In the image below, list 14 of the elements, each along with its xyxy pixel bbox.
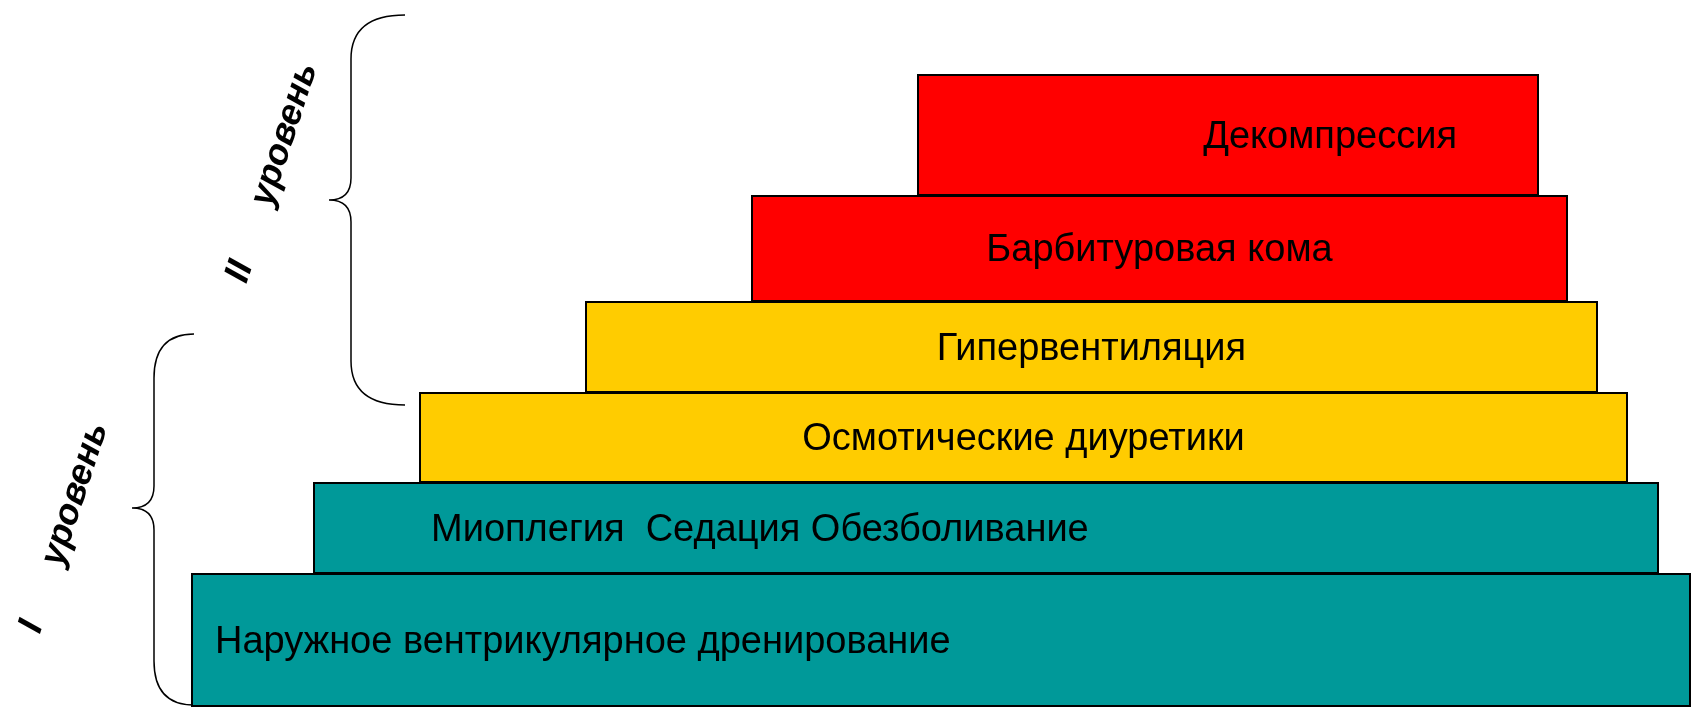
pyramid-step <box>313 482 1659 574</box>
level-label: I уровень <box>8 416 116 638</box>
step-label: Барбитуровая кома <box>986 227 1333 270</box>
pyramid-step <box>191 573 1691 707</box>
step-label: Декомпрессия <box>1203 113 1457 157</box>
step-label: Осмотические диуретики <box>802 416 1245 459</box>
step-label: Гипервентиляция <box>936 325 1247 369</box>
pyramid-step <box>585 301 1598 393</box>
pyramid-step <box>751 195 1568 302</box>
pyramid-step <box>917 74 1539 196</box>
level-label: II уровень <box>214 56 326 288</box>
step-label: Миоплегия Седация Обезболивание <box>431 506 1089 550</box>
pyramid-step <box>419 392 1628 483</box>
step-label: Наружное вентрикулярное дренирование <box>215 618 951 662</box>
